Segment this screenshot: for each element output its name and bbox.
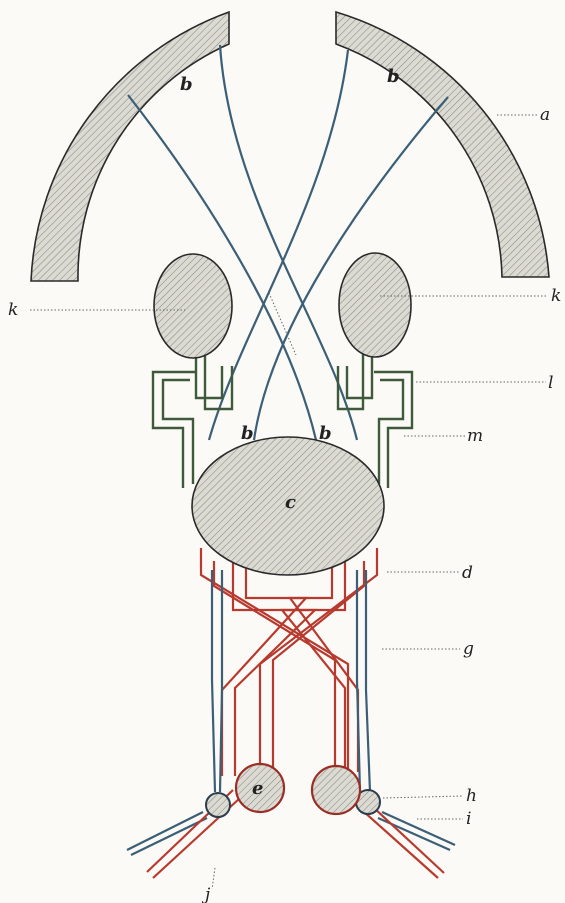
label-c: c [285, 492, 296, 513]
label-d: d [462, 563, 473, 583]
label-m: m [467, 426, 483, 446]
label-g: g [463, 639, 474, 659]
left-body-k [154, 254, 232, 358]
blue-lower-fibers [127, 570, 455, 855]
label-b-upper-right: b [387, 66, 400, 87]
label-i: i [466, 809, 471, 829]
left-arc [31, 12, 229, 281]
right-arc-a [336, 12, 549, 277]
label-b-upper-left: b [180, 74, 193, 95]
label-h: h [466, 786, 477, 806]
label-k-left: k [8, 300, 18, 320]
left-ganglion-h [206, 793, 230, 817]
right-ganglion-e [312, 766, 360, 814]
red-crossing-fibers [201, 548, 377, 776]
label-k-right: k [551, 286, 561, 306]
red-lower-fibers [147, 790, 444, 878]
label-e: e [252, 778, 263, 799]
label-b-lower-right: b [319, 423, 332, 444]
label-a: a [540, 105, 550, 125]
label-j: j [201, 885, 211, 903]
label-b-lower-left: b [241, 423, 254, 444]
right-body-k [339, 253, 411, 357]
label-l: l [548, 373, 553, 393]
